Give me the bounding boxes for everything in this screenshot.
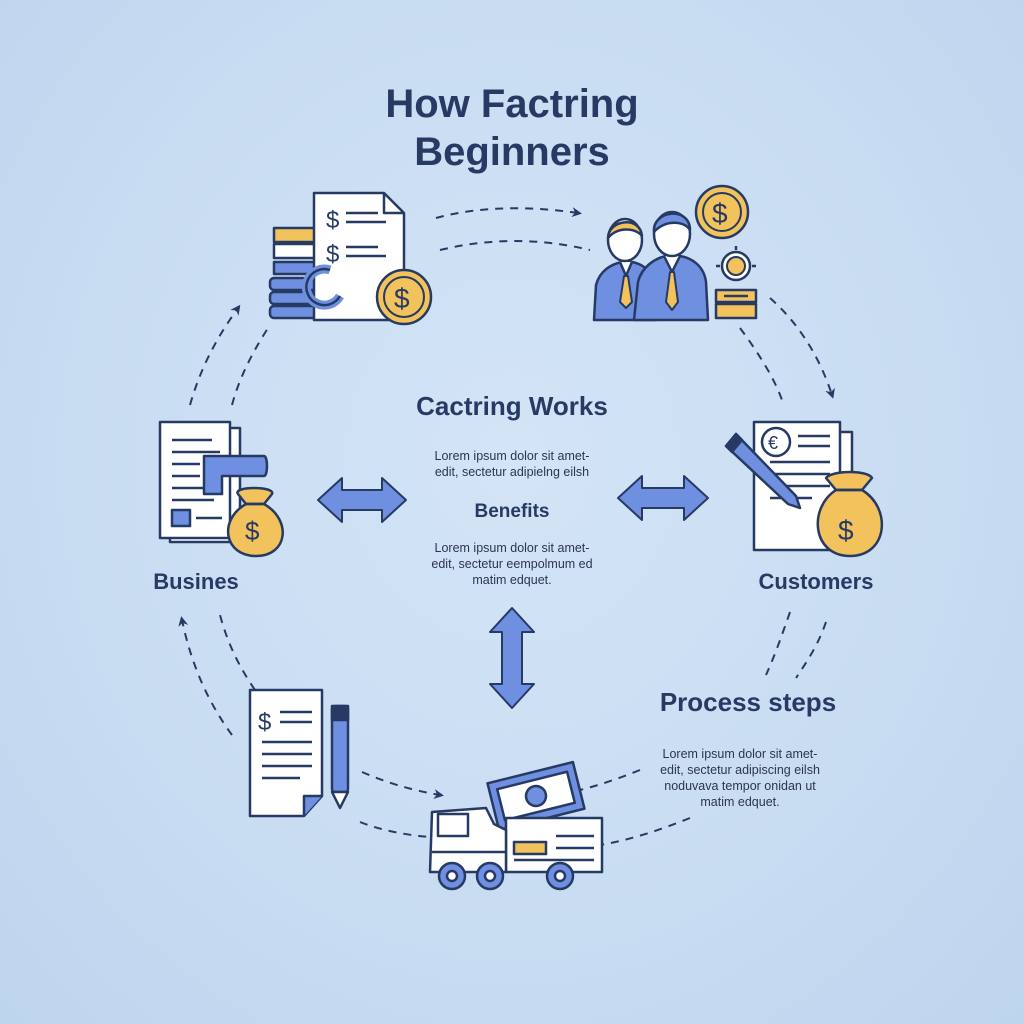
business-people-icon: $: [592, 184, 758, 322]
connector-right-bottom-b: [795, 621, 827, 679]
connector-bottom-right-b: [599, 817, 691, 846]
connector-bottom-left-b: [359, 821, 431, 838]
double-arrow-right: [617, 475, 709, 521]
connector-top-upper: [435, 207, 582, 219]
benefits-heading: Benefits: [474, 501, 550, 522]
connector-left-top-a: [189, 304, 241, 406]
contract-moneybag-icon: € $: [724, 420, 884, 558]
customers-label: Customers: [758, 569, 874, 594]
connector-right-bottom-a: [765, 611, 791, 676]
process-steps-text: Lorem ipsum dolor sit amet- edit, sectet…: [660, 747, 820, 809]
invoice-pen-icon: $: [248, 688, 350, 818]
connector-left-bottom-b: [219, 614, 256, 691]
connector-right-upper: [769, 297, 835, 399]
connector-bottom-right-a: [579, 769, 641, 791]
svg-text:€: €: [768, 433, 778, 453]
process-steps-heading: Process steps: [659, 687, 837, 717]
svg-text:$: $: [326, 241, 339, 268]
delivery-truck-icon: [428, 760, 604, 891]
cycle-connectors: [178, 207, 835, 846]
svg-text:$: $: [245, 516, 260, 546]
svg-text:$: $: [838, 515, 854, 546]
connector-top-lower: [439, 240, 591, 251]
connector-right-lower: [739, 327, 783, 401]
svg-text:$: $: [326, 207, 339, 234]
center-intro-text: Lorem ipsum dolor sit amet- edit, sectet…: [434, 449, 590, 479]
connector-bottom-left-a: [361, 771, 444, 799]
double-arrow-left: [317, 477, 407, 523]
connector-left-bottom-a: [178, 616, 233, 736]
title-line-1: How Factring: [385, 82, 639, 126]
invoice-coins-icon: $ $ $: [268, 191, 433, 326]
svg-text:$: $: [712, 198, 728, 229]
svg-text:$: $: [394, 283, 410, 314]
benefits-text: Lorem ipsum dolor sit amet- edit, sectet…: [431, 541, 593, 587]
center-heading: Cactring Works: [416, 391, 608, 421]
svg-text:$: $: [258, 709, 271, 736]
connector-left-top-b: [231, 324, 271, 406]
title-line-2: Beginners: [414, 130, 610, 174]
double-arrow-vertical: [489, 607, 535, 709]
business-label: Busines: [153, 569, 239, 594]
document-moneybag-icon: $: [158, 420, 284, 558]
page-title: How Factring Beginners: [0, 80, 1024, 176]
